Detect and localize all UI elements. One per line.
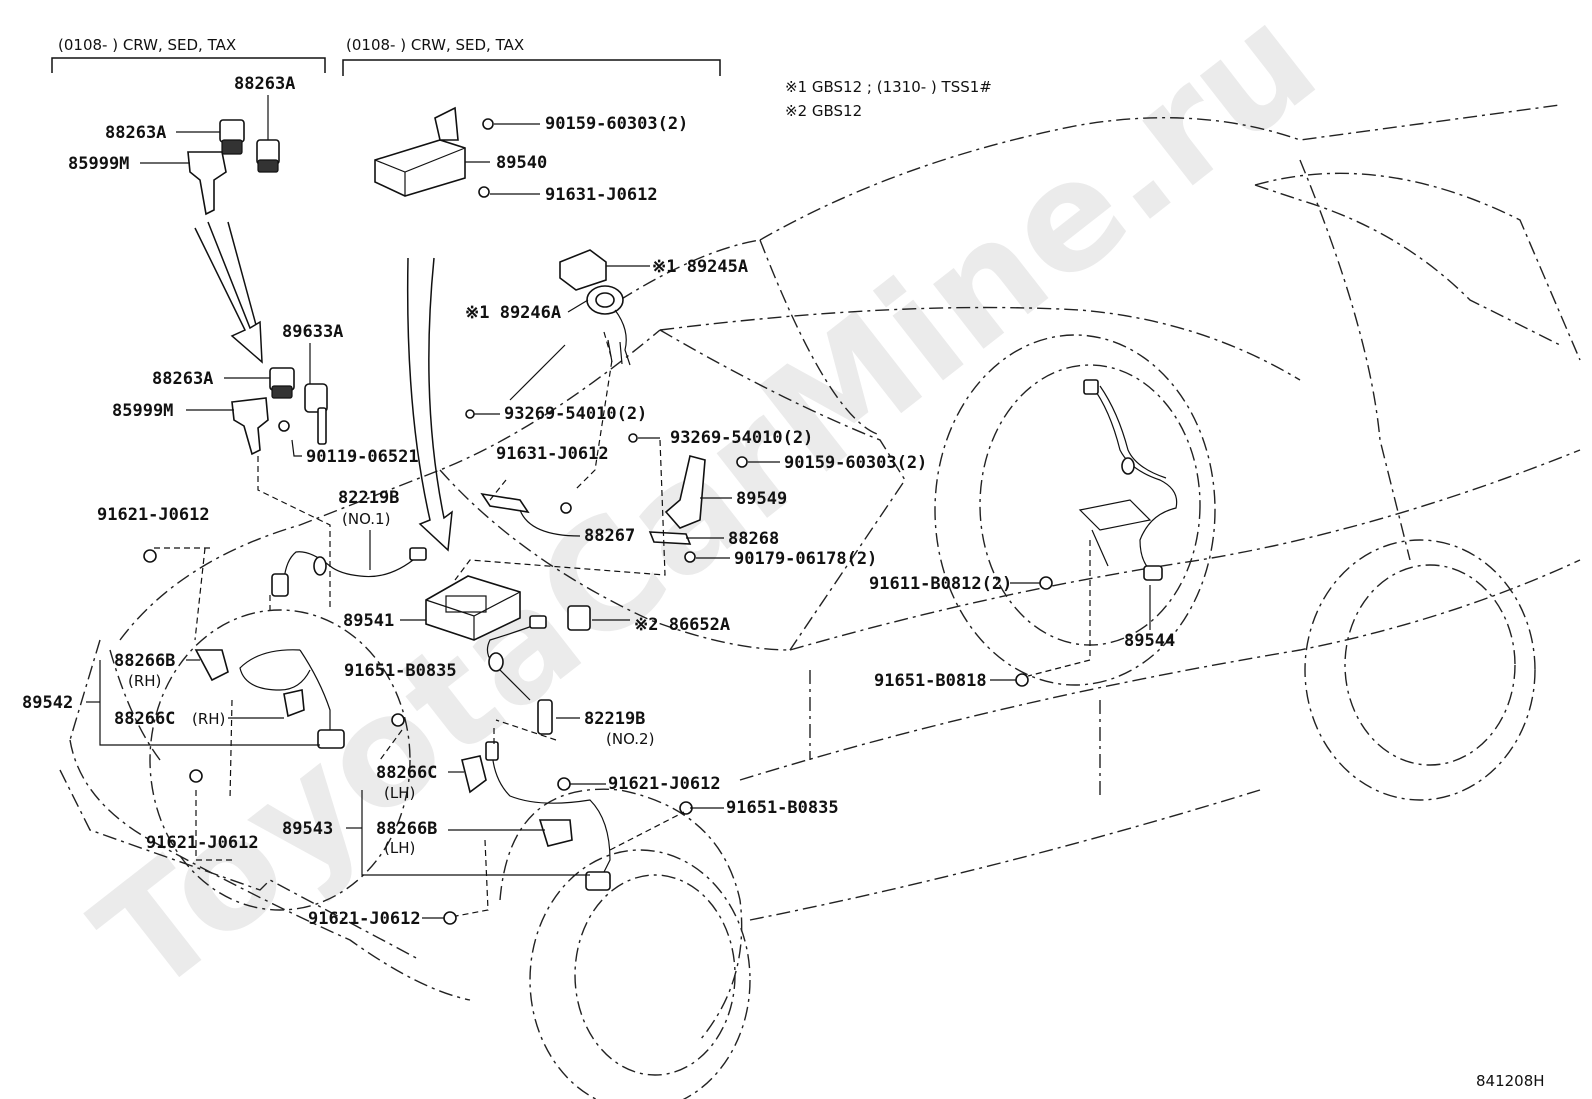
bolt-91631-mid <box>560 502 572 514</box>
part-82219b-no1 <box>271 547 427 597</box>
label-89543: 89543 <box>282 819 333 839</box>
bolt-93269-b <box>628 433 638 443</box>
part-89541 <box>425 575 521 641</box>
label-89633a: 89633A <box>282 322 343 342</box>
label-89544: 89544 <box>1124 631 1175 651</box>
part-88263a-mid <box>219 119 245 155</box>
part-82219b-no2 <box>486 615 553 735</box>
bolt-90119 <box>278 420 290 432</box>
label-86652a: ※2 86652A <box>634 615 730 635</box>
part-88263a-top <box>256 139 280 173</box>
bolt-90159-mid <box>736 456 748 468</box>
label-88266b-rh: 88266B <box>114 651 175 671</box>
label-91631-top: 91631-J0612 <box>545 185 658 205</box>
part-89245a <box>559 249 607 291</box>
label-82219b-no1: 82219B <box>338 488 399 508</box>
arrow-middle <box>406 257 453 552</box>
label-88268: 88268 <box>728 529 779 549</box>
label-91651-b: 91651-B0818 <box>874 671 987 691</box>
arrow-left <box>194 221 263 364</box>
part-85999m-top <box>187 151 227 216</box>
label-89540: 89540 <box>496 153 547 173</box>
bracket-left: (0108- ) CRW, SED, TAX <box>51 36 326 73</box>
label-82219b-no2: 82219B <box>584 709 645 729</box>
label-93269-a: 93269-54010(2) <box>504 404 647 424</box>
label-88267: 88267 <box>584 526 635 546</box>
bolt-91621-bottom <box>443 911 457 925</box>
label-88266c-lh-sub: (LH) <box>384 784 415 802</box>
label-88266b-lh-sub: (LH) <box>384 839 415 857</box>
label-89549: 89549 <box>736 489 787 509</box>
part-86652a <box>567 605 591 631</box>
bracket-left-label: (0108- ) CRW, SED, TAX <box>58 36 236 54</box>
bolt-91651-b <box>1015 673 1029 687</box>
label-91651-a: 91651-B0835 <box>344 661 457 681</box>
part-labels: 88263A 88263A 85999M 90159-60303(2) 8954… <box>22 74 1175 929</box>
part-89633a <box>304 383 328 445</box>
bolt-90179 <box>684 551 696 563</box>
part-85999m-low <box>231 397 269 456</box>
label-88263a-top: 88263A <box>234 74 295 94</box>
note-1: ※1 GBS12 ; (1310- ) TSS1# <box>785 78 992 96</box>
label-89246a: ※1 89246A <box>465 303 561 323</box>
note-2: ※2 GBS12 <box>785 102 862 120</box>
label-88266c-lh: 88266C <box>376 763 437 783</box>
bolt-91651-a <box>391 713 405 727</box>
label-89541: 89541 <box>343 611 394 631</box>
label-89542: 89542 <box>22 693 73 713</box>
drawing-number: 841208H <box>1476 1072 1545 1090</box>
label-82219b-no2-sub: (NO.2) <box>606 730 654 748</box>
label-88266b-lh: 88266B <box>376 819 437 839</box>
label-88263a-low: 88263A <box>152 369 213 389</box>
label-90119: 90119-06521 <box>306 447 419 467</box>
bracket-middle-label: (0108- ) CRW, SED, TAX <box>346 36 524 54</box>
label-91611: 91611-B0812(2) <box>869 574 1012 594</box>
dashed-guides <box>150 331 1091 917</box>
leader-lines <box>86 95 1151 919</box>
label-88263a-mid: 88263A <box>105 123 166 143</box>
label-88266c-rh: 88266C <box>114 709 175 729</box>
bolt-91621-low <box>189 769 203 783</box>
label-90179: 90179-06178(2) <box>734 549 877 569</box>
label-91651-c: 91651-B0835 <box>726 798 839 818</box>
bolt-93269-a <box>465 409 475 419</box>
label-91631-mid: 91631-J0612 <box>496 444 609 464</box>
part-89542-harness <box>194 649 345 749</box>
label-90159-top: 90159-60303(2) <box>545 114 688 134</box>
label-85999m-low: 85999M <box>112 401 173 421</box>
part-88263a-low <box>269 367 295 399</box>
label-82219b-no1-sub: (NO.1) <box>342 510 390 528</box>
bolt-91621-left <box>143 549 157 563</box>
label-88266c-rh-sub: (RH) <box>192 710 225 728</box>
label-93269-b: 93269-54010(2) <box>670 428 813 448</box>
label-89245a: ※1 89245A <box>652 257 748 277</box>
part-89544 <box>1078 379 1178 581</box>
label-91621-left: 91621-J0612 <box>97 505 210 525</box>
part-89543-harness <box>461 741 611 891</box>
label-91621-mid: 91621-J0612 <box>608 774 721 794</box>
label-91621-low: 91621-J0612 <box>146 833 259 853</box>
label-85999m-top: 85999M <box>68 154 129 174</box>
car-body-outline <box>59 104 1581 1099</box>
bolt-91611 <box>1039 576 1053 590</box>
part-89549 <box>664 455 706 529</box>
label-91621-bottom: 91621-J0612 <box>308 909 421 929</box>
part-88268 <box>648 531 692 545</box>
label-90159-mid: 90159-60303(2) <box>784 453 927 473</box>
part-89246a <box>586 285 631 366</box>
bolt-91621-mid <box>557 777 571 791</box>
part-89540-ecu <box>374 106 494 198</box>
label-88266b-rh-sub: (RH) <box>128 672 161 690</box>
part-88267 <box>480 492 530 514</box>
bracket-middle: (0108- ) CRW, SED, TAX <box>342 36 721 76</box>
